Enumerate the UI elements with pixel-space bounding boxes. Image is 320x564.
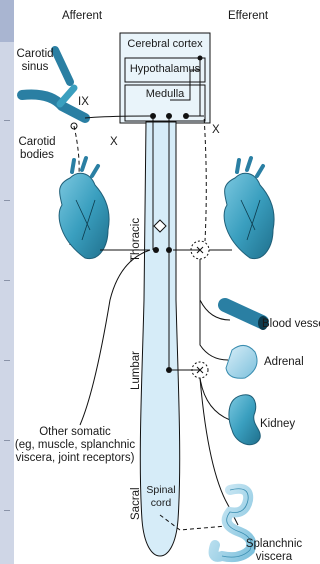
x-nerve-efferent <box>186 116 206 241</box>
heart-afferent <box>59 173 109 258</box>
splanchnic-efferent <box>200 378 238 525</box>
heart-vessels-right <box>237 158 263 176</box>
thoracic-label: Thoracic <box>130 218 142 262</box>
hypothalamus-label: Hypothalamus <box>125 63 205 75</box>
x-nerve-label-left: X <box>110 136 118 149</box>
adrenal-organ <box>226 345 257 378</box>
efferent-header: Efferent <box>228 10 268 23</box>
medulla-synapse-right <box>166 113 172 119</box>
kidney-organ <box>229 395 260 445</box>
cortex-node <box>198 56 203 61</box>
thoracic-synapse-2 <box>166 247 172 253</box>
internal-carotid <box>55 50 70 82</box>
blood-vessel-organ <box>225 305 262 322</box>
sacral-label: Sacral <box>130 487 142 520</box>
adrenal-label: Adrenal <box>264 356 304 369</box>
lumbar-label: Lumbar <box>130 351 142 390</box>
cerebral-cortex-label: Cerebral cortex <box>120 38 210 50</box>
carotid-artery <box>22 94 85 118</box>
medulla-label: Medulla <box>125 88 205 100</box>
heart-efferent <box>224 173 274 258</box>
x-nerve-label-right: X <box>212 124 220 137</box>
somatic-afferent <box>80 250 150 425</box>
kidney-label: Kidney <box>260 418 295 431</box>
afferent-header: Afferent <box>62 10 102 23</box>
ix-nerve-label: IX <box>78 96 89 109</box>
external-carotid <box>60 88 74 104</box>
kidney-efferent <box>200 378 230 420</box>
heart-vessels-left <box>72 158 98 176</box>
thoracic-synapse-1 <box>153 247 159 253</box>
lumbar-synapse <box>166 367 172 373</box>
blood-vessel-label: Blood vessel <box>262 318 320 331</box>
medulla-synapse-left <box>150 113 156 119</box>
